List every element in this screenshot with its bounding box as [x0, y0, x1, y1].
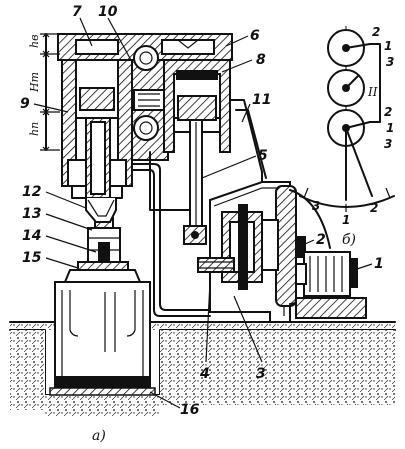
label-11: 11	[252, 92, 271, 108]
crank-housing	[197, 181, 331, 323]
foundation	[9, 321, 396, 417]
sb-arc-2: 2	[370, 201, 378, 215]
label-6: 6	[250, 28, 260, 44]
dimension-labels: hв Hm hn	[28, 35, 41, 137]
label-5: 5	[258, 148, 268, 164]
dim-h-middle: Hm	[28, 72, 41, 93]
compressor-piston	[177, 95, 217, 121]
label-2: 2	[316, 232, 326, 248]
label-15: 15	[22, 250, 42, 266]
label-10: 10	[98, 4, 118, 20]
label-14: 14	[22, 228, 41, 244]
sb-top-3: 3	[386, 55, 394, 69]
sb-mid: II	[367, 85, 378, 99]
compressor-cylinder	[163, 59, 231, 153]
working-cylinder	[61, 45, 133, 223]
caption-a: а)	[92, 428, 106, 444]
part-labels: 7 10 6 8 9 11 5 12 13 14 15 1 2 3 4 16	[20, 4, 384, 418]
air-pipe	[131, 163, 211, 317]
label-16: 16	[180, 402, 200, 418]
tup-and-dies	[87, 217, 121, 263]
sb-low-2: 2	[384, 105, 392, 119]
sb-arc-1: 1	[342, 213, 350, 227]
label-4: 4	[199, 366, 210, 382]
sb-top-1: 1	[384, 39, 392, 53]
label-1: 1	[374, 256, 384, 272]
sb-low-3: 3	[384, 137, 392, 151]
sb-low-1: 1	[386, 121, 394, 135]
label-8: 8	[256, 52, 266, 68]
dim-h-bottom: hn	[28, 122, 41, 136]
label-9: 9	[20, 96, 30, 112]
anvil-block	[49, 261, 156, 396]
scheme-b-labels: 2 1 3 II 2 1 3 3 1 2	[312, 25, 394, 227]
leader-lines	[33, 17, 373, 409]
main-piston	[79, 87, 115, 111]
label-7: 7	[72, 4, 82, 20]
electric-motor	[295, 251, 367, 319]
label-3: 3	[256, 366, 266, 382]
label-13: 13	[22, 206, 41, 222]
scheme-b	[299, 26, 395, 212]
dimension-lines	[40, 33, 60, 151]
frame-and-rod	[149, 99, 267, 245]
dim-h-top: hв	[28, 35, 41, 49]
caption-b: б)	[342, 232, 356, 248]
sb-top-2: 2	[372, 25, 380, 39]
label-12: 12	[22, 184, 41, 200]
sb-arc-3: 3	[312, 199, 320, 213]
valve-blocks	[131, 45, 169, 161]
